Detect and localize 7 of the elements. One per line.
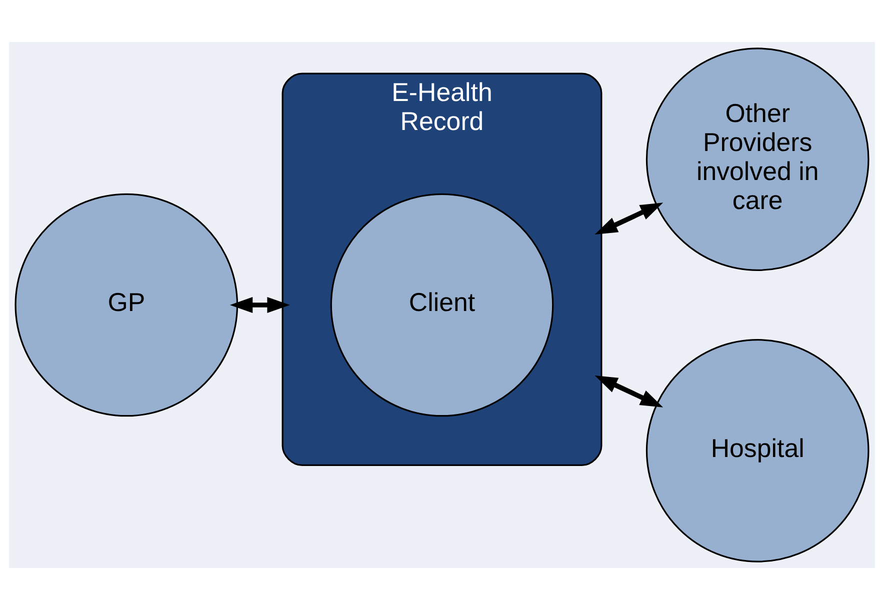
- node-circle: GP: [14, 193, 238, 417]
- node-circle: Client: [330, 193, 554, 417]
- arrow: [229, 297, 290, 313]
- arrow: [594, 202, 663, 235]
- arrow: [594, 375, 663, 408]
- node-circle: Hospital: [645, 338, 869, 562]
- node-circle: Other Providers involved in care: [645, 48, 869, 272]
